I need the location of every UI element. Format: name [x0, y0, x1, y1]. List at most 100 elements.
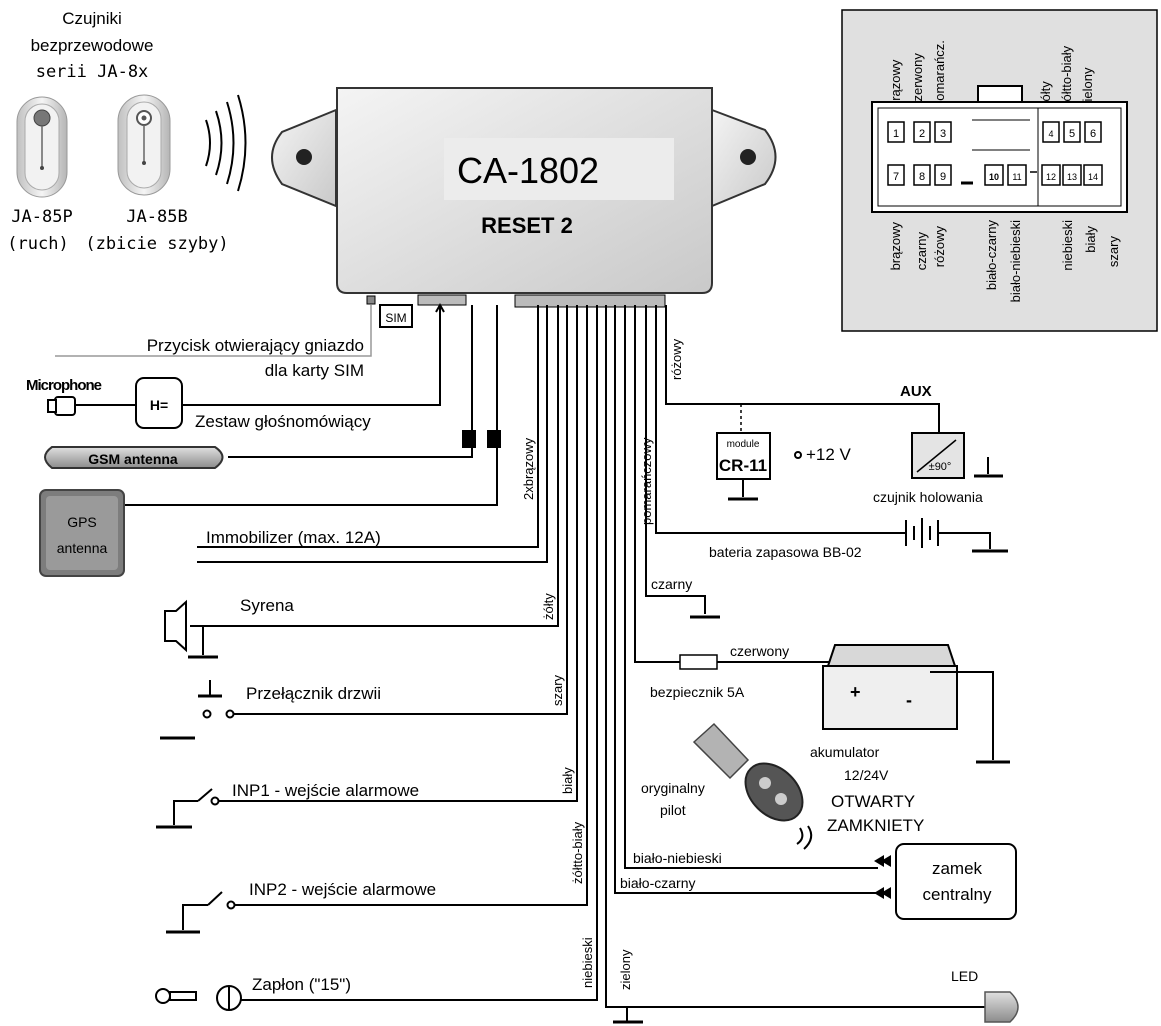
inp2-label: INP2 - wejście alarmowe	[249, 880, 436, 899]
pin-4: 4	[1048, 129, 1053, 139]
sim-button-label-2: dla karty SIM	[265, 361, 364, 380]
inp1-switch-icon	[156, 788, 220, 829]
gps-label-1: GPS	[67, 514, 97, 530]
svg-text:+: +	[850, 682, 861, 702]
pin-label-bottom-13: biały	[1083, 226, 1098, 253]
sensors-title-1: Czujniki	[62, 9, 122, 28]
wire-label-zielony: zielony	[618, 949, 633, 990]
main-unit: CA-1802 RESET 2 SIM	[271, 87, 777, 328]
wire-label-bialo-czarny: biało-czarny	[620, 875, 695, 891]
wire-label-zolto-bialy: żółtto-biały	[570, 821, 585, 884]
pin-3: 3	[940, 128, 946, 140]
backup-battery-label: bateria zapasowa BB-02	[709, 544, 862, 560]
pin-8: 8	[919, 171, 925, 183]
zamkniety-label: ZAMKNIETY	[827, 816, 924, 835]
led-icon	[984, 991, 1019, 1023]
sensors-title-3: serii JA-8x	[36, 62, 149, 82]
pin-label-top-3: pomarańcz.	[932, 40, 947, 108]
sensors-group: Czujniki bezprzewodowe serii JA-8x JA-85…	[7, 9, 247, 254]
wires-left	[55, 302, 985, 1024]
inp2-switch-icon	[166, 891, 236, 934]
connector-left	[417, 294, 467, 306]
wire-label-zolty: żółty	[541, 593, 556, 620]
pin-label-bottom-12: niebieski	[1060, 220, 1075, 271]
pin-14: 14	[1088, 172, 1098, 182]
siren-icon	[164, 599, 218, 659]
tilt-symbol: ±90°	[929, 461, 952, 473]
gps-antenna: GPS antenna	[39, 489, 125, 577]
door-switch-icon	[160, 680, 235, 740]
device-name: RESET 2	[481, 213, 573, 238]
sensor-ja85p-icon	[16, 96, 68, 198]
device-model: CA-1802	[457, 150, 599, 191]
otwarty-label: OTWARTY	[831, 792, 915, 811]
pin-10: 10	[989, 172, 999, 182]
pin-label-top-2: czerwony	[910, 53, 925, 108]
svg-text:-: -	[906, 690, 912, 710]
handsfree-label: Zestaw głośnomówiący	[195, 412, 371, 431]
siren-label: Syrena	[240, 596, 294, 615]
gps-label-2: antenna	[57, 540, 108, 556]
wire-label-bialy: biały	[560, 767, 575, 794]
pin-2: 2	[919, 128, 925, 140]
left-components: Przycisk otwierający gniazdo dla karty S…	[26, 336, 1019, 1023]
pin-label-bottom-10: biało-czarny	[984, 220, 999, 291]
fuse-label: bezpiecznik 5A	[650, 684, 745, 700]
radio-waves-icon	[205, 94, 247, 192]
pin-label-top-5: żółtto-biały	[1059, 45, 1074, 108]
module-small-label: module	[727, 439, 760, 450]
handsfree-box	[135, 377, 183, 429]
sensor-ja85p-desc: (ruch)	[7, 234, 68, 254]
right-components: różowy AUX module CR-11 +12 V ±90° czujn…	[620, 338, 1017, 920]
sensor-ja85b-desc: (zbicie szyby)	[85, 234, 228, 254]
plus12v-label: +12 V	[806, 445, 852, 464]
central-lock-label-1: zamek	[932, 859, 983, 878]
sim-button[interactable]	[366, 295, 376, 305]
arrow-heads-icon	[874, 855, 891, 899]
wire-label-czerwony: czerwony	[730, 643, 789, 659]
sim-slot[interactable]	[379, 304, 413, 328]
wires-right	[614, 305, 1008, 894]
pin-label-top-6: zielony	[1080, 67, 1095, 108]
connector-main	[514, 294, 666, 308]
car-battery-icon: + -	[822, 644, 1010, 764]
remote-label-1: oryginalny	[641, 780, 705, 796]
gsm-antenna-label: GSM antenna	[88, 451, 178, 467]
central-lock-label-2: centralny	[923, 885, 992, 904]
remote-label-2: pilot	[660, 802, 686, 818]
pin-label-bottom-9: różowy	[932, 226, 947, 268]
sensor-ja85b-label: JA-85B	[126, 207, 187, 227]
remote-key-icon	[692, 722, 813, 850]
sim-label: SIM	[385, 311, 406, 325]
immobilizer-label: Immobilizer (max. 12A)	[206, 528, 381, 547]
tilt-sensor: ±90°	[911, 432, 1003, 479]
gsm-antenna: GSM antenna	[44, 446, 224, 469]
microphone-icon	[47, 396, 135, 416]
pin-13: 13	[1067, 172, 1077, 182]
connector-pinout: brązowy czerwony pomarańcz. żółty żółtto…	[841, 9, 1158, 332]
pin-1: 1	[893, 128, 899, 140]
pin-9: 9	[940, 171, 946, 183]
sensors-title-2: bezprzewodowe	[31, 36, 154, 55]
pins-bottom: 7 8 9 10 11 12 13 14	[887, 164, 1103, 186]
aux-label: AUX	[900, 383, 932, 400]
wire-label-szary: szary	[550, 674, 565, 706]
pin-label-bottom-11: biało-niebieski	[1008, 220, 1023, 302]
handsfree-symbol: H=	[150, 397, 168, 413]
microphone-label: Microphone	[26, 377, 102, 394]
pin-5: 5	[1069, 128, 1075, 140]
car-battery-label-1: akumulator	[810, 744, 880, 760]
fuse-icon	[679, 654, 718, 670]
pin-label-bottom-7: brązowy	[888, 222, 903, 271]
wire-label-2xbrazowy: 2xbrązowy	[521, 437, 536, 500]
wire-label-pomaranczowy: pomarańczowy	[639, 437, 654, 525]
module-name: CR-11	[719, 456, 767, 475]
pin-6: 6	[1090, 128, 1096, 140]
pins-top: 1 2 3 4 5 6	[887, 121, 1102, 143]
wire-label-rozowy: różowy	[669, 338, 684, 380]
car-battery-label-2: 12/24V	[844, 767, 889, 783]
wire-label-bialo-niebieski: biało-niebieski	[633, 850, 722, 866]
backup-battery-icon	[905, 518, 939, 548]
wire-label-niebieski: niebieski	[580, 937, 595, 988]
